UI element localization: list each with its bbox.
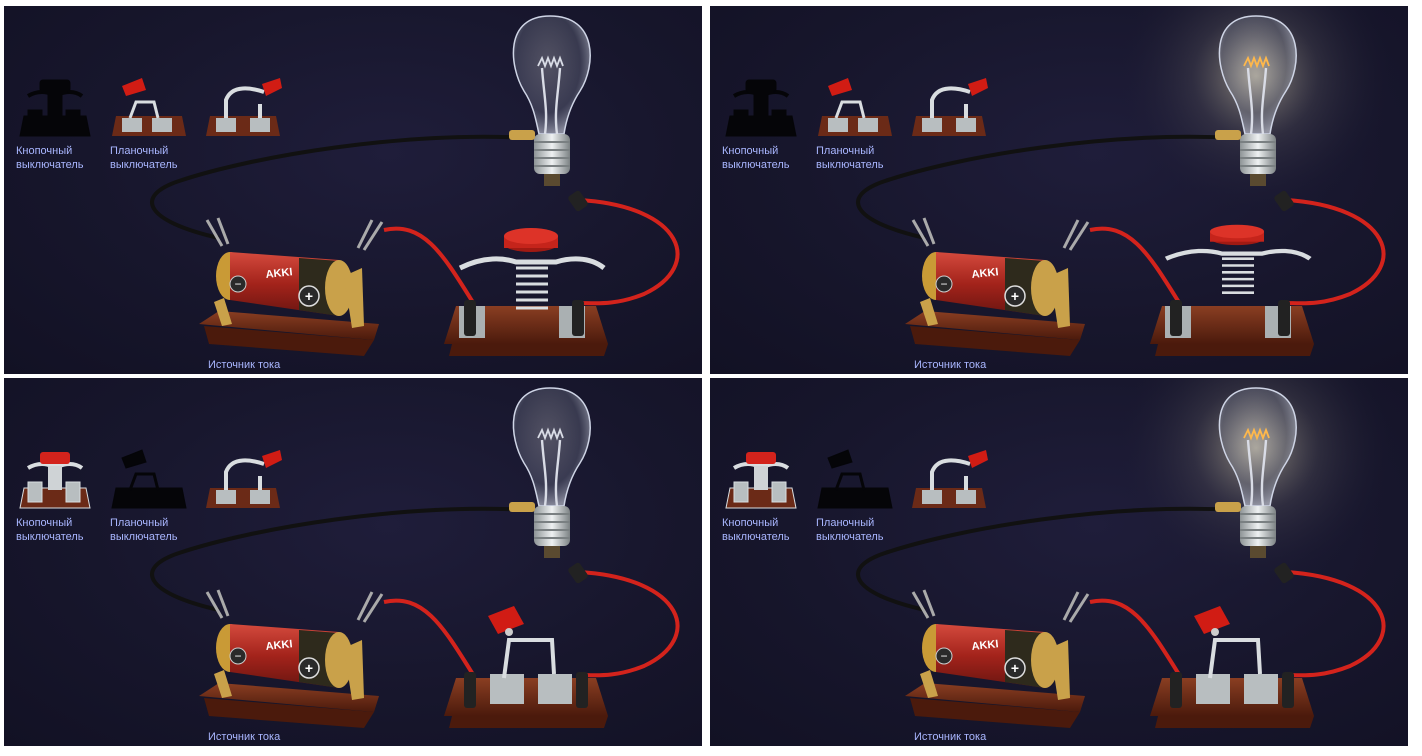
battery-icon[interactable]: − + AKKI [905, 589, 1090, 728]
toolbox-lever-switch[interactable] [202, 74, 282, 140]
red-wire-left [1089, 598, 1182, 678]
red-wire-right [1284, 198, 1386, 306]
toolbox-lever-switch[interactable] [908, 446, 988, 512]
panel-3: − + AKKI [4, 378, 702, 746]
power-source-label: Источник тока [208, 731, 281, 743]
toolbox-push-switch[interactable] [720, 446, 800, 512]
toolbox-flat-switch[interactable] [814, 446, 894, 512]
push-switch-icon[interactable] [444, 228, 608, 356]
battery-plus: + [305, 288, 313, 304]
flat-switch-icon [111, 449, 187, 509]
circuit-scene: − + AKKI [856, 6, 1396, 356]
flat-switch-label: Планочный выключатель [816, 144, 884, 172]
flat-switch-icon [817, 449, 893, 509]
toolbox-push-switch[interactable] [720, 74, 800, 140]
flat-switch-label: Планочный выключатель [816, 516, 884, 544]
power-source-label: Источник тока [914, 359, 987, 371]
panel-4: − + AKKI [710, 378, 1408, 746]
power-source-label: Источник тока [208, 359, 281, 371]
push-switch-label: Кнопочный выключатель [16, 144, 84, 172]
flat-switch-label-line1: Планочный [816, 517, 875, 529]
toolbox-flat-switch[interactable] [108, 74, 188, 140]
flat-switch-label-line1: Планочный [816, 145, 875, 157]
panel-2: − + AKKI [710, 6, 1408, 374]
battery-icon[interactable]: − + AKKI [905, 217, 1090, 356]
battery-brand: AKKI [265, 638, 293, 653]
battery-minus: − [940, 277, 947, 291]
black-wire [150, 506, 530, 612]
flat-switch-label-line2: выключатель [110, 159, 178, 171]
flat-switch-label: Планочный выключатель [110, 144, 178, 172]
battery-plus: + [1011, 288, 1019, 304]
flat-switch-label: Планочный выключатель [110, 516, 178, 544]
toolbox-push-switch[interactable] [14, 446, 94, 512]
push-switch-icon[interactable] [1150, 224, 1314, 356]
battery-plus: + [1011, 660, 1019, 676]
toolbox-push-switch[interactable] [14, 74, 94, 140]
red-wire-left [383, 598, 476, 678]
flat-switch-label-line2: выключатель [816, 531, 884, 543]
push-switch-label-line2: выключатель [16, 159, 84, 171]
panel-1: − + AKKI [4, 6, 702, 374]
push-switch-label-line2: выключатель [722, 159, 790, 171]
flat-switch-label-line2: выключатель [110, 531, 178, 543]
red-wire-left [383, 226, 476, 306]
lever-switch-icon [206, 450, 282, 508]
battery-brand: AKKI [971, 266, 999, 281]
lever-switch-icon [912, 78, 988, 136]
toolbox-flat-switch[interactable] [814, 74, 894, 140]
lamp-icon[interactable] [509, 15, 591, 212]
battery-plus: + [305, 660, 313, 676]
push-switch-label-line2: выключатель [16, 531, 84, 543]
battery-brand: AKKI [971, 638, 999, 653]
red-wire-right [1284, 570, 1386, 678]
toolbox-lever-switch[interactable] [908, 74, 988, 140]
lamp-icon[interactable] [1215, 15, 1297, 212]
lever-switch-icon [912, 450, 988, 508]
battery-icon[interactable]: − + AKKI [199, 217, 384, 356]
flat-switch-icon [818, 78, 892, 136]
push-switch-label-line1: Кнопочный [16, 145, 73, 157]
red-wire-right [578, 198, 680, 306]
battery-brand: AKKI [265, 266, 293, 281]
push-switch-label: Кнопочный выключатель [722, 516, 790, 544]
black-wire [150, 134, 530, 240]
lamp-icon[interactable] [509, 387, 591, 584]
push-switch-icon [19, 79, 91, 137]
push-switch-label-line2: выключатель [722, 531, 790, 543]
flat-switch-icon [112, 78, 186, 136]
flat-switch-label-line1: Планочный [110, 145, 169, 157]
circuit-scene: − + AKKI [856, 378, 1396, 728]
red-wire-left [1089, 226, 1182, 306]
black-wire [856, 134, 1236, 240]
push-switch-icon [725, 79, 797, 137]
push-switch-label-line1: Кнопочный [722, 517, 779, 529]
push-switch-label-line1: Кнопочный [16, 517, 73, 529]
push-switch-icon [725, 452, 797, 509]
flat-switch-icon[interactable] [1150, 606, 1314, 728]
circuit-scene: − + AKKI [150, 387, 680, 728]
red-wire-right [578, 570, 680, 678]
black-wire [856, 506, 1236, 612]
flat-switch-label-line1: Планочный [110, 517, 169, 529]
battery-minus: − [234, 649, 241, 663]
lamp-icon[interactable] [1215, 387, 1297, 584]
circuit-scene: − + AKKI [150, 15, 680, 356]
flat-switch-icon[interactable] [444, 606, 608, 728]
toolbox-flat-switch[interactable] [108, 446, 188, 512]
power-source-label: Источник тока [914, 731, 987, 743]
push-switch-label: Кнопочный выключатель [722, 144, 790, 172]
battery-icon[interactable]: − + AKKI [199, 589, 384, 728]
push-switch-label: Кнопочный выключатель [16, 516, 84, 544]
battery-minus: − [940, 649, 947, 663]
flat-switch-label-line2: выключатель [816, 159, 884, 171]
battery-minus: − [234, 277, 241, 291]
lever-switch-icon [206, 78, 282, 136]
toolbox-lever-switch[interactable] [202, 446, 282, 512]
push-switch-icon [19, 452, 91, 509]
push-switch-label-line1: Кнопочный [722, 145, 779, 157]
